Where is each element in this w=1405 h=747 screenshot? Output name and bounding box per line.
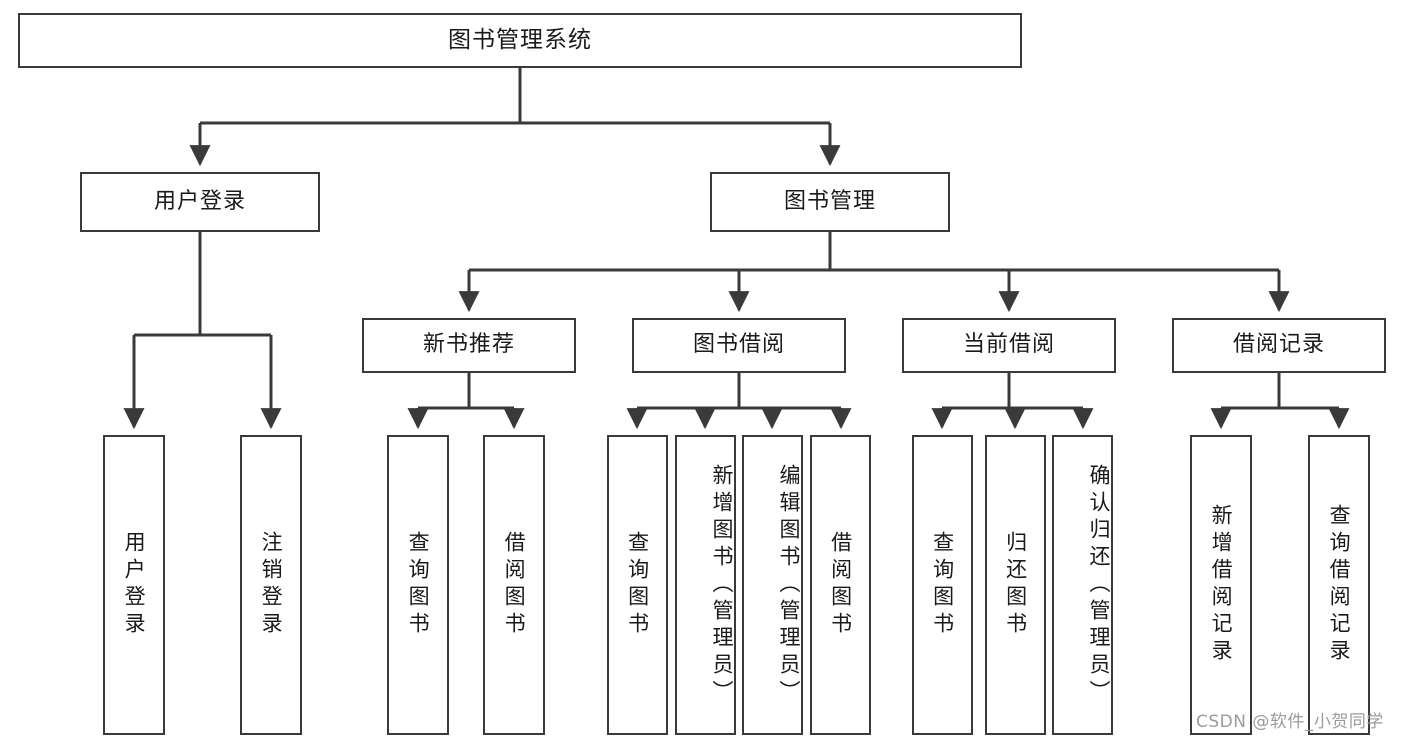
node-leaf-borrow-book-2[interactable]: 借阅图书 <box>810 435 871 735</box>
node-leaf-query-record-label: 查询借阅记录 <box>1327 504 1352 666</box>
node-leaf-add-record[interactable]: 新增借阅记录 <box>1190 435 1252 735</box>
node-leaf-query-book-3[interactable]: 查询图书 <box>912 435 973 735</box>
node-borrow-record-label: 借阅记录 <box>1232 332 1325 358</box>
node-current-borrow[interactable]: 当前借阅 <box>902 318 1116 373</box>
node-book-manage-label: 图书管理 <box>783 188 876 214</box>
node-leaf-borrow-book-1[interactable]: 借阅图书 <box>483 435 545 735</box>
node-leaf-query-book-2-label: 查询图书 <box>625 531 650 639</box>
node-leaf-query-book-1[interactable]: 查询图书 <box>387 435 449 735</box>
node-book-borrow[interactable]: 图书借阅 <box>632 318 846 373</box>
node-leaf-query-book-1-label: 查询图书 <box>406 531 431 639</box>
node-current-borrow-label: 当前借阅 <box>962 332 1055 358</box>
node-new-book-rec-label: 新书推荐 <box>422 332 515 358</box>
node-book-borrow-label: 图书借阅 <box>692 332 785 358</box>
node-leaf-add-book-label: 新增图书（管理员） <box>710 463 734 707</box>
watermark-credit: CSDN @软件_小贺同学 <box>1196 712 1384 732</box>
node-leaf-query-record[interactable]: 查询借阅记录 <box>1308 435 1370 735</box>
node-leaf-add-book[interactable]: 新增图书（管理员） <box>675 435 736 735</box>
node-user-login-label: 用户登录 <box>153 188 246 214</box>
node-leaf-confirm-return[interactable]: 确认归还（管理员） <box>1052 435 1113 735</box>
node-new-book-rec[interactable]: 新书推荐 <box>362 318 576 373</box>
node-root-label: 图书管理系统 <box>448 26 592 53</box>
node-leaf-return-book[interactable]: 归还图书 <box>985 435 1046 735</box>
node-user-login[interactable]: 用户登录 <box>80 172 320 232</box>
node-leaf-return-book-label: 归还图书 <box>1003 531 1028 639</box>
node-leaf-user-login[interactable]: 用户登录 <box>103 435 165 735</box>
node-borrow-record[interactable]: 借阅记录 <box>1172 318 1386 373</box>
node-leaf-logout-login[interactable]: 注销登录 <box>240 435 302 735</box>
node-leaf-query-book-2[interactable]: 查询图书 <box>607 435 668 735</box>
node-leaf-borrow-book-2-label: 借阅图书 <box>828 531 853 639</box>
node-leaf-edit-book[interactable]: 编辑图书（管理员） <box>742 435 803 735</box>
node-leaf-confirm-return-label: 确认归还（管理员） <box>1087 463 1111 707</box>
node-root[interactable]: 图书管理系统 <box>18 13 1022 68</box>
node-leaf-add-record-label: 新增借阅记录 <box>1209 504 1234 666</box>
node-leaf-edit-book-label: 编辑图书（管理员） <box>777 463 801 707</box>
node-leaf-borrow-book-1-label: 借阅图书 <box>502 531 527 639</box>
node-leaf-query-book-3-label: 查询图书 <box>930 531 955 639</box>
node-leaf-user-login-label: 用户登录 <box>122 531 147 639</box>
node-book-manage[interactable]: 图书管理 <box>710 172 950 232</box>
node-leaf-logout-login-label: 注销登录 <box>259 531 284 639</box>
